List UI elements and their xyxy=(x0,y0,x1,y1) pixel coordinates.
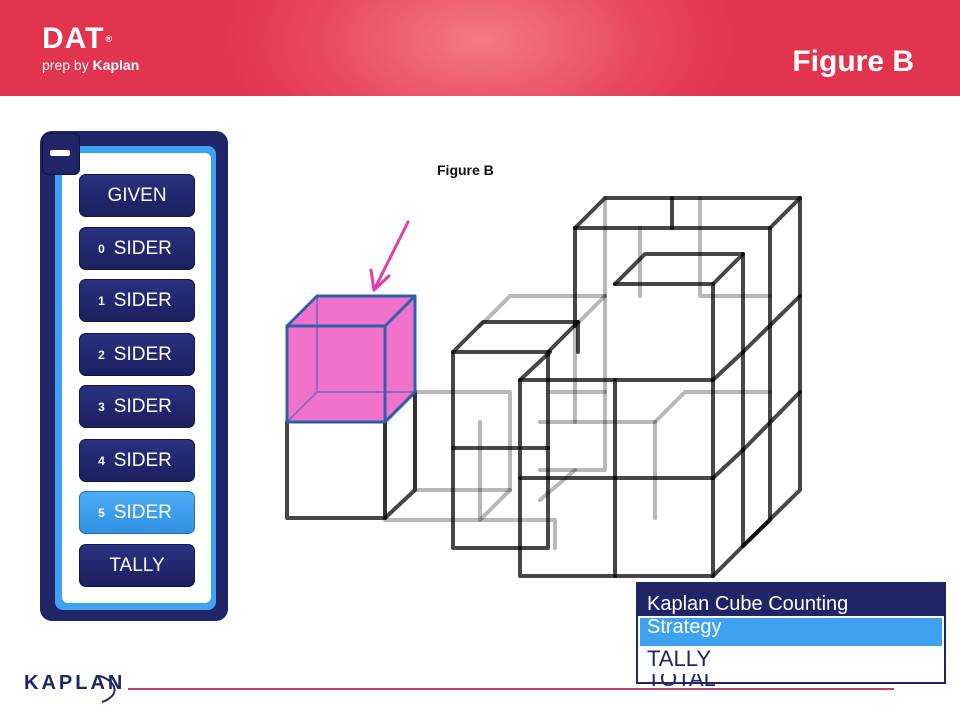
figure-caption: Figure B xyxy=(437,162,494,178)
button-number: 4 xyxy=(98,453,105,468)
footer-divider xyxy=(128,688,894,690)
button-number: 0 xyxy=(98,241,105,256)
tally-button[interactable]: TALLY xyxy=(79,544,195,587)
strategy-subtitle: Strategy xyxy=(640,618,942,646)
strategy-total: TOTAL xyxy=(647,674,716,686)
highlighted-cube xyxy=(285,294,417,424)
strategy-title: Kaplan Cube Counting xyxy=(638,584,944,616)
button-number: 1 xyxy=(98,293,105,308)
logo-sub-prefix: prep by xyxy=(42,57,93,73)
logo-sub-brand: Kaplan xyxy=(92,57,140,73)
button-label: SIDER xyxy=(113,289,172,311)
button-label: SIDER xyxy=(113,501,172,523)
sider-3-button[interactable]: 3 SIDER xyxy=(79,385,195,428)
given-button[interactable]: GIVEN xyxy=(79,174,195,217)
collapse-button[interactable] xyxy=(42,133,80,175)
kaplan-logo: KAPLAN xyxy=(24,672,126,694)
sider-0-button[interactable]: 0 SIDER xyxy=(79,227,195,270)
sider-1-button[interactable]: 1 SIDER xyxy=(79,279,195,322)
page-title: Figure B xyxy=(792,45,914,78)
button-label: TALLY xyxy=(109,554,165,576)
button-label: SIDER xyxy=(113,395,172,417)
button-number: 5 xyxy=(98,505,105,520)
button-label: SIDER xyxy=(113,343,172,365)
minus-icon xyxy=(50,150,70,156)
logo-main: DAT xyxy=(42,22,105,55)
button-label: GIVEN xyxy=(107,184,167,206)
sider-2-button[interactable]: 2 SIDER xyxy=(79,333,195,376)
dat-logo: DAT® prep by Kaplan xyxy=(42,24,139,74)
button-number: 3 xyxy=(98,399,105,414)
button-number: 2 xyxy=(98,347,105,362)
sider-4-button[interactable]: 4 SIDER xyxy=(79,439,195,482)
kaplan-swoosh-icon xyxy=(99,675,116,703)
strategy-tally: TALLY xyxy=(647,646,711,671)
header-bar: DAT® prep by Kaplan Figure B xyxy=(0,0,960,96)
button-label: SIDER xyxy=(113,449,172,471)
button-label: SIDER xyxy=(113,237,172,259)
logo-registered-mark: ® xyxy=(105,34,114,44)
cube-front-edges xyxy=(285,196,802,578)
strategy-box: Kaplan Cube Counting Strategy TALLY TOTA… xyxy=(636,582,946,686)
sider-5-button[interactable]: 5 SIDER xyxy=(79,491,195,534)
pointer-arrow xyxy=(369,220,410,292)
